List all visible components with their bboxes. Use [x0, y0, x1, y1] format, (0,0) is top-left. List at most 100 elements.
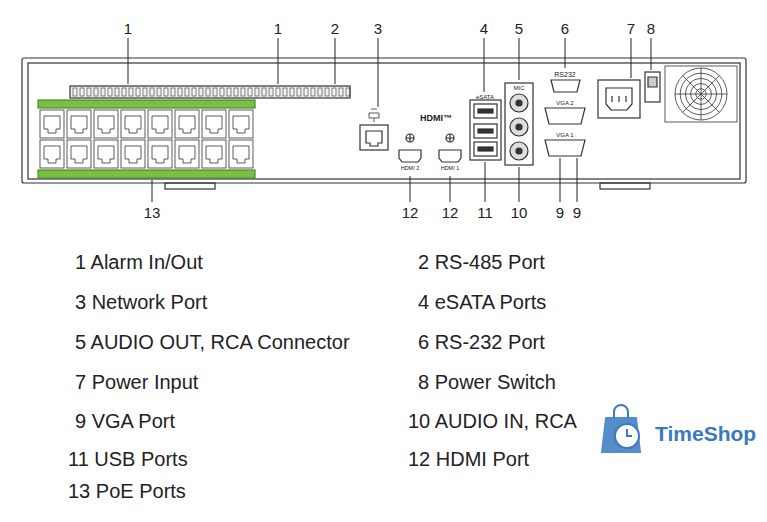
terminal-screw — [297, 88, 301, 96]
rca-connector — [510, 94, 528, 112]
poe-port-jack — [152, 116, 168, 133]
terminal-screw — [269, 88, 273, 96]
usb-port — [474, 124, 497, 138]
network-port-jack — [366, 131, 382, 146]
poe-port — [148, 110, 172, 138]
network-icon — [369, 109, 379, 122]
power-pins — [612, 96, 626, 102]
callout-number: 10 — [511, 205, 528, 220]
terminal-screw — [339, 88, 343, 96]
legend-item: 4 eSATA Ports — [418, 292, 546, 312]
poe-port-jack — [44, 146, 60, 163]
poe-port-jack — [44, 116, 60, 133]
terminal-screw — [94, 88, 98, 96]
terminal-screw — [129, 88, 133, 96]
terminal-screw — [101, 88, 105, 96]
port-label: RS232 — [554, 71, 575, 78]
hdmi-port — [399, 150, 421, 162]
foot — [165, 183, 215, 189]
terminal-screw — [157, 88, 161, 96]
hdmi-screw — [446, 134, 454, 142]
poe-port-jack — [233, 116, 249, 133]
terminal-screw — [283, 88, 287, 96]
callout-number: 2 — [331, 21, 339, 36]
legend-item: 5 AUDIO OUT, RCA Connector — [75, 332, 350, 352]
poe-port — [94, 140, 118, 168]
fan-grille — [683, 76, 701, 94]
hdmi-screw — [446, 134, 454, 142]
terminal-screw — [276, 88, 280, 96]
callout-number: 12 — [402, 205, 419, 220]
terminal-screw — [171, 88, 175, 96]
rca-pin — [516, 124, 522, 130]
rca-pin — [516, 100, 522, 106]
terminal-screw — [143, 88, 147, 96]
terminal-screw — [241, 88, 245, 96]
terminal-screw — [304, 88, 308, 96]
vga-port — [545, 140, 585, 156]
poe-port — [94, 110, 118, 138]
legend-item: 13 PoE Ports — [68, 481, 186, 501]
rs232-port — [551, 80, 580, 92]
rca-pin — [516, 148, 522, 154]
leader-lines — [128, 38, 651, 202]
rca-connector — [510, 142, 528, 160]
port-label: MIC — [514, 85, 525, 91]
port-label: HDMI 2 — [401, 166, 420, 172]
audio-frame — [505, 83, 533, 165]
terminal-screw — [318, 88, 322, 96]
power-inlet — [606, 88, 632, 110]
foot — [600, 183, 650, 189]
fan-grille — [701, 76, 719, 94]
terminal-screw — [136, 88, 140, 96]
poe-port-jack — [206, 116, 222, 133]
terminal-screw — [108, 88, 112, 96]
power-switch — [645, 72, 660, 102]
callout-number: 9 — [556, 205, 564, 220]
fan-grille — [683, 94, 701, 112]
terminal-screw — [80, 88, 84, 96]
rca-connector — [510, 118, 528, 136]
poe-port-jack — [179, 116, 195, 133]
terminal-screw — [87, 88, 91, 96]
terminal-screw — [332, 88, 336, 96]
watermark: TimeShop — [655, 423, 756, 444]
fan-grille — [701, 94, 727, 95]
callout-number: 7 — [627, 21, 635, 36]
hdmi-screw — [406, 134, 414, 142]
terminal-screw — [234, 88, 238, 96]
legend-item: 12 HDMI Port — [408, 449, 529, 469]
poe-port — [121, 110, 145, 138]
callout-number: 5 — [515, 21, 523, 36]
watermark-icon — [602, 405, 640, 452]
usb-tongue — [478, 129, 493, 133]
port-label: eSATA — [476, 94, 494, 100]
poe-port — [40, 140, 64, 168]
port-label: VGA 1 — [556, 132, 573, 138]
terminal-screw — [164, 88, 168, 96]
callout-number: 1 — [274, 21, 282, 36]
callout-number: 8 — [647, 21, 655, 36]
poe-port — [40, 110, 64, 138]
terminal-screw — [150, 88, 154, 96]
terminal-block — [70, 86, 350, 98]
terminal-screw — [115, 88, 119, 96]
terminal-screw — [311, 88, 315, 96]
fan-grille — [701, 94, 702, 120]
usb-esata-frame — [470, 100, 501, 160]
usb-tongue — [478, 147, 493, 151]
poe-port — [67, 110, 91, 138]
poe-port — [67, 140, 91, 168]
terminal-screw — [178, 88, 182, 96]
terminal-screw — [346, 88, 350, 96]
poe-port — [229, 110, 253, 138]
terminal-screw — [220, 88, 224, 96]
legend-item: 2 RS-485 Port — [418, 252, 545, 272]
callout-number: 1 — [124, 21, 132, 36]
fan-frame — [665, 66, 737, 122]
callout-number: 11 — [477, 205, 493, 220]
callout-number: 3 — [374, 21, 382, 36]
usb-port — [474, 142, 497, 156]
poe-port — [121, 140, 145, 168]
